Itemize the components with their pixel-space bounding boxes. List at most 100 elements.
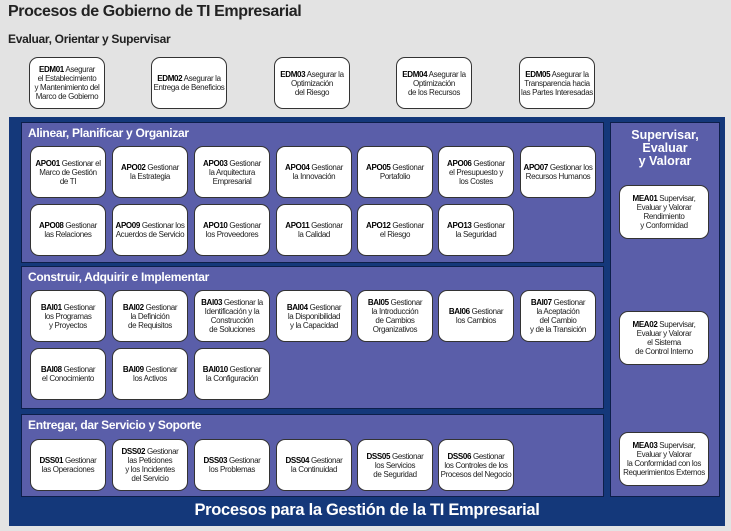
process-box[interactable]: DSS02 Gestionar las Peticiones y los Inc… <box>112 439 188 491</box>
process-name: Gestionar la Aceptación del Cambio y de … <box>530 298 586 334</box>
process-box[interactable]: EDM05 Asegurar la Transparencia hacia la… <box>519 57 595 109</box>
process-name: Gestionar la Introducción de Cambios Org… <box>371 298 423 334</box>
process-name: Gestionar los Cambios <box>455 307 504 325</box>
process-label: BAI09 Gestionar los Activos <box>122 365 178 383</box>
process-box[interactable]: MEA03 Supervisar, Evaluar y Valorar la C… <box>619 432 709 486</box>
process-label: EDM03 Asegurar la Optimización del Riesg… <box>280 69 344 97</box>
process-name: Gestionar las Operaciones <box>41 456 97 474</box>
process-label: MEA01 Supervisar, Evaluar y Valorar Rend… <box>633 194 696 230</box>
process-label: APO06 Gestionar el Presupuesto y los Cos… <box>447 159 505 186</box>
process-label: BAI08 Gestionar el Conocimiento <box>40 365 96 383</box>
process-label: APO02 Gestionar la Estrategia <box>121 163 179 181</box>
process-name: Gestionar la Definición de Requisitos <box>128 302 178 330</box>
process-label: DSS02 Gestionar las Peticiones y los Inc… <box>121 447 178 483</box>
process-box[interactable]: BAI05 Gestionar la Introducción de Cambi… <box>357 290 433 342</box>
process-code: MEA02 <box>632 320 658 329</box>
footer-title: Procesos para la Gestión de la TI Empres… <box>194 501 540 519</box>
process-box[interactable]: DSS06 Gestionar los Controles de los Pro… <box>438 439 514 491</box>
process-name: Gestionar las Relaciones <box>44 221 97 239</box>
process-box[interactable]: APO01 Gestionar el Marco de Gestión de T… <box>30 146 106 198</box>
process-box[interactable]: BAI04 Gestionar la Disponibilidad y la C… <box>276 290 352 342</box>
process-name: Gestionar la Disponibilidad y la Capacid… <box>287 302 342 330</box>
process-box[interactable]: BAI09 Gestionar los Activos <box>112 348 188 400</box>
process-box[interactable]: APO08 Gestionar las Relaciones <box>30 204 106 256</box>
process-box[interactable]: BAI03 Gestionar la Identificación y la C… <box>194 290 270 342</box>
process-box[interactable]: EDM02 Asegurar la Entrega de Beneficios <box>151 57 227 109</box>
process-box[interactable]: DSS01 Gestionar las Operaciones <box>30 439 106 491</box>
process-box[interactable]: APO09 Gestionar los Acuerdos de Servicio <box>112 204 188 256</box>
process-box[interactable]: BAI010 Gestionar la Configuración <box>194 348 270 400</box>
process-label: APO08 Gestionar las Relaciones <box>39 221 97 239</box>
process-name: Gestionar la Arquitectura Empresarial <box>209 158 261 186</box>
process-code: BAI07 <box>530 298 552 307</box>
process-code: APO10 <box>203 221 228 230</box>
process-label: BAI04 Gestionar la Disponibilidad y la C… <box>287 302 342 330</box>
process-code: APO01 <box>35 158 60 168</box>
process-name: Asegurar el Establecimiento y Mantenimie… <box>34 65 100 101</box>
management-processes-panel: Alinear, Planificar y Organizar APO01 Ge… <box>9 117 725 526</box>
process-box[interactable]: APO11 Gestionar la Calidad <box>276 204 352 256</box>
process-label: DSS04 Gestionar la Continuidad <box>285 456 342 474</box>
page-title: Procesos de Gobierno de TI Empresarial <box>8 3 302 20</box>
process-box[interactable]: DSS04 Gestionar la Continuidad <box>276 439 352 491</box>
section-mea: Supervisar, Evaluar y Valorar MEA01 Supe… <box>610 122 720 497</box>
process-code: EDM02 <box>157 74 183 83</box>
process-code: APO05 <box>366 163 391 172</box>
process-code: APO11 <box>285 221 310 230</box>
process-code: APO07 <box>523 163 549 172</box>
process-code: BAI08 <box>40 365 62 374</box>
process-code: EDM04 <box>402 69 428 79</box>
process-label: BAI06 Gestionar los Cambios <box>449 307 504 325</box>
process-box[interactable]: MEA01 Supervisar, Evaluar y Valorar Rend… <box>619 185 709 239</box>
process-box[interactable]: EDM01 Asegurar el Establecimiento y Mant… <box>29 57 105 109</box>
process-name: Gestionar la Identificación y la Constru… <box>204 298 264 334</box>
process-box[interactable]: BAI06 Gestionar los Cambios <box>438 290 514 342</box>
process-label: EDM04 Asegurar la Optimización de los Re… <box>402 69 466 97</box>
process-box[interactable]: APO05 Gestionar Portafolio <box>357 146 433 198</box>
process-code: EDM03 <box>280 69 306 79</box>
process-code: APO03 <box>203 158 228 168</box>
process-code: EDM01 <box>38 65 64 74</box>
process-box[interactable]: BAI08 Gestionar el Conocimiento <box>30 348 106 400</box>
process-name: Gestionar la Seguridad <box>455 221 506 239</box>
process-code: APO06 <box>447 158 472 168</box>
process-code: DSS02 <box>121 447 146 456</box>
process-box[interactable]: APO12 Gestionar el Riesgo <box>357 204 433 256</box>
process-box[interactable]: APO04 Gestionar la Innovación <box>276 146 352 198</box>
process-code: APO08 <box>39 221 64 230</box>
process-box[interactable]: BAI02 Gestionar la Definición de Requisi… <box>112 290 188 342</box>
process-box[interactable]: APO07 Gestionar los Recursos Humanos <box>520 146 596 198</box>
process-box[interactable]: APO13 Gestionar la Seguridad <box>438 204 514 256</box>
process-name: Gestionar el Marco de Gestión de TI <box>39 158 101 186</box>
process-box[interactable]: EDM04 Asegurar la Optimización de los Re… <box>396 57 472 109</box>
process-name: Gestionar los Problemas <box>208 456 261 474</box>
section-title: Alinear, Planificar y Organizar <box>28 126 189 140</box>
process-label: APO13 Gestionar la Seguridad <box>447 221 505 239</box>
process-label: MEA03 Supervisar, Evaluar y Valorar la C… <box>623 441 705 477</box>
process-box[interactable]: BAI07 Gestionar la Aceptación del Cambio… <box>520 290 596 342</box>
process-name: Gestionar las Peticiones y los Incidente… <box>125 447 179 483</box>
process-box[interactable]: DSS05 Gestionar los Servicios de Segurid… <box>357 439 433 491</box>
edm-subtitle: Evaluar, Orientar y Supervisar <box>8 32 171 46</box>
process-code: APO13 <box>447 221 472 230</box>
process-label: BAI07 Gestionar la Aceptación del Cambio… <box>530 298 586 334</box>
process-box[interactable]: APO02 Gestionar la Estrategia <box>112 146 188 198</box>
section-apo: Alinear, Planificar y Organizar APO01 Ge… <box>21 122 604 263</box>
process-box[interactable]: DSS03 Gestionar los Problemas <box>194 439 270 491</box>
process-box[interactable]: APO06 Gestionar el Presupuesto y los Cos… <box>438 146 514 198</box>
process-code: BAI02 <box>122 302 144 312</box>
process-code: MEA03 <box>632 441 658 450</box>
process-code: BAI09 <box>122 365 144 374</box>
process-box[interactable]: APO10 Gestionar los Proveedores <box>194 204 270 256</box>
process-name: Gestionar la Continuidad <box>290 456 343 474</box>
process-label: DSS05 Gestionar los Servicios de Segurid… <box>366 452 423 479</box>
process-box[interactable]: MEA02 Supervisar, Evaluar y Valorar el S… <box>619 311 709 365</box>
process-label: MEA02 Supervisar, Evaluar y Valorar el S… <box>633 320 696 356</box>
process-box[interactable]: APO03 Gestionar la Arquitectura Empresar… <box>194 146 270 198</box>
process-label: DSS01 Gestionar las Operaciones <box>39 456 96 474</box>
process-name: Gestionar los Acuerdos de Servicio <box>115 221 185 239</box>
process-box[interactable]: BAI01 Gestionar los Programas y Proyecto… <box>30 290 106 342</box>
process-box[interactable]: EDM03 Asegurar la Optimización del Riesg… <box>274 57 350 109</box>
process-label: APO04 Gestionar la Innovación <box>285 163 343 181</box>
process-code: BAI010 <box>202 365 228 374</box>
